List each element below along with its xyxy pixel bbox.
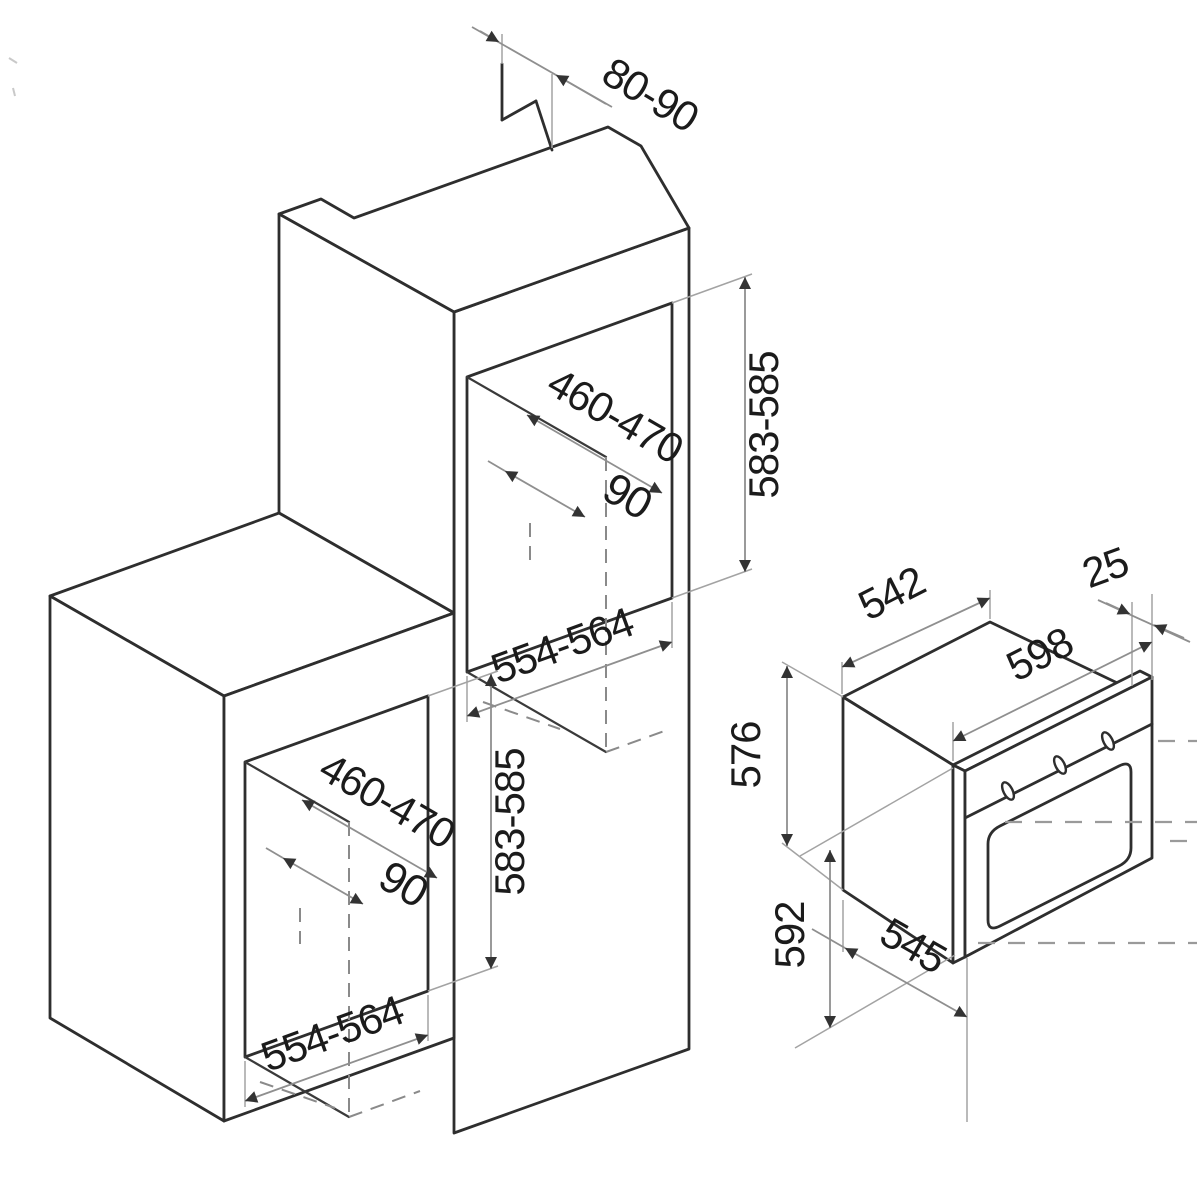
- dim-upper-niche-height: 583-585: [671, 273, 787, 599]
- dim-fascia-overhang: 25: [1076, 538, 1191, 686]
- vent-channel: [500, 62, 554, 152]
- oven-drawing: 542 25 598 576 592: [722, 538, 1197, 1122]
- dim-oven-body-height: 576: [722, 661, 844, 891]
- upper-niche-height-label: 583-585: [740, 351, 787, 498]
- oven-top-depth-label: 542: [851, 557, 932, 629]
- vent-gap-label: 80-90: [594, 48, 706, 141]
- oven-body-height-label: 576: [722, 721, 769, 788]
- scan-artifacts: [8, 57, 18, 97]
- alignment-guides: [978, 739, 1197, 945]
- fascia-overhang-label: 25: [1076, 538, 1134, 597]
- fascia-left-strip: [951, 763, 967, 965]
- column-top-face: [277, 125, 691, 314]
- control-knob: [1052, 755, 1068, 775]
- tall-cabinet-drawing: 80-90 460-470 90 583-585 554-564 460-4: [48, 26, 787, 1135]
- oven-front-height-label: 592: [766, 901, 813, 968]
- dim-lower-niche-height: 583-585: [427, 670, 533, 992]
- oven-door-window: [986, 762, 1133, 930]
- lower-niche-height-label: 583-585: [486, 748, 533, 895]
- control-knob: [1000, 781, 1016, 801]
- lower-niche-floor-back-hidden: [348, 1090, 421, 1118]
- dim-vent-gap: 80-90: [471, 26, 706, 148]
- upper-niche-floor-back-hidden: [605, 728, 671, 753]
